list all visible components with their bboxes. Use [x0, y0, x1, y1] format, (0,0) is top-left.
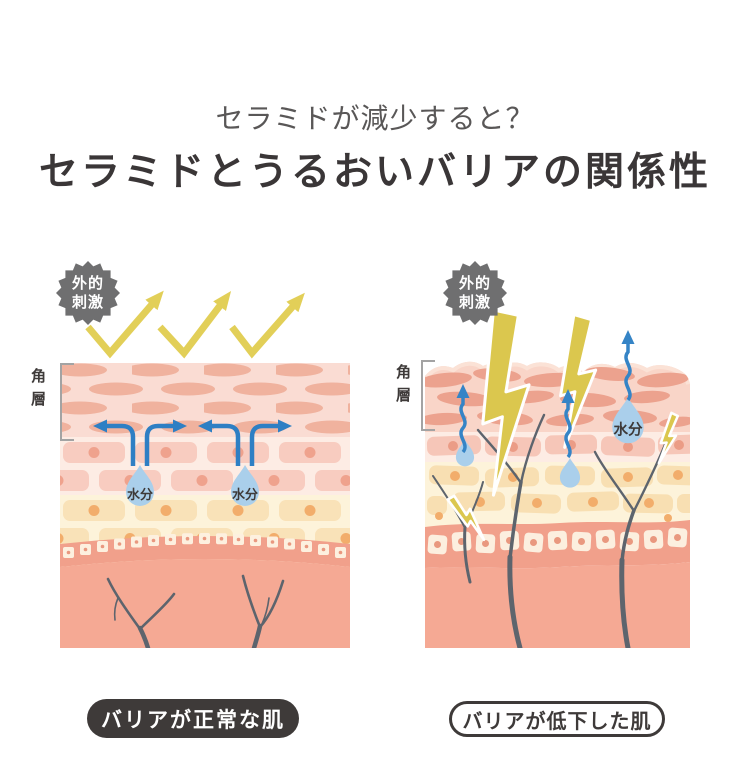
skin-layers-damaged — [425, 361, 690, 648]
burst-icon — [56, 261, 120, 325]
water-drop-icon: 水分 — [612, 397, 644, 444]
skin-layers-normal — [60, 363, 350, 648]
moisture-hold-arrows — [93, 419, 292, 466]
external-stimulus-badge: 外的 刺激 — [443, 261, 507, 325]
external-stimulus-text: 外的 刺激 — [458, 274, 491, 312]
skin-illustration-normal: 水分 水分 — [60, 290, 350, 648]
moisture-label: 水分 — [613, 420, 643, 438]
reflected-stimulus-arrows — [85, 290, 305, 359]
stratum-corneum-label: 角 層 — [31, 368, 47, 408]
header-subtitle: セラミドが減少すると？ — [215, 103, 535, 134]
caption-normal-skin: バリアが正常な肌 — [87, 699, 299, 738]
moisture-escape-arrows — [456, 330, 635, 459]
caption-weakened-skin: バリアが低下した肌 — [449, 701, 665, 737]
water-drop-icon: 水分 — [231, 465, 259, 506]
skin-illustration-damaged: 水分 — [425, 308, 690, 648]
moisture-label: 水分 — [127, 487, 153, 502]
stratum-corneum-bracket — [421, 360, 435, 431]
moisture-label: 水分 — [232, 487, 258, 502]
water-drop-icon — [455, 439, 475, 467]
burst-icon — [443, 261, 507, 325]
water-drop-icon: 水分 — [126, 465, 154, 506]
stratum-corneum-label: 角 層 — [396, 364, 412, 404]
stratum-corneum-bracket — [60, 363, 74, 441]
water-drop-icon — [559, 458, 581, 488]
page-title: セラミドとうるおいバリアの関係性 — [38, 151, 711, 194]
nerve-fibers-normal — [106, 574, 285, 648]
external-stimulus-text: 外的 刺激 — [71, 274, 104, 312]
external-stimulus-badge: 外的 刺激 — [56, 261, 120, 325]
